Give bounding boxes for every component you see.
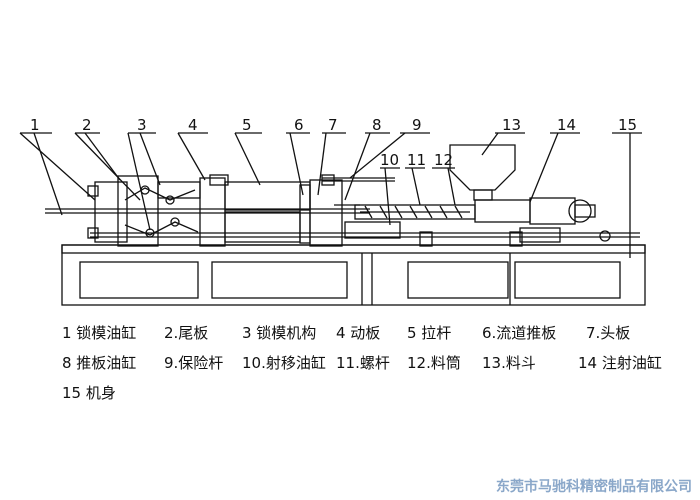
legend-item: 6.流道推板 — [482, 324, 557, 342]
legend-item: 14 注射油缸 — [578, 354, 662, 372]
callout-8: 8 — [372, 116, 382, 134]
legend-item: 3 锁模机构 — [242, 324, 317, 342]
legend-item: 5 拉杆 — [407, 324, 452, 342]
callout-5: 5 — [242, 116, 252, 134]
legend-item: 2.尾板 — [164, 324, 209, 342]
legend-row-1: 1 锁模油缸 2.尾板 3 锁模机构 4 动板 5 拉杆 6.流道推板 7.头板 — [62, 322, 692, 352]
bed-panel-2 — [211, 261, 348, 299]
moving-plate — [199, 177, 226, 247]
legend-row-2: 8 推板油缸 9.保险杆 10.射移油缸 11.螺杆 12.料筒 13.料斗 1… — [62, 352, 692, 382]
runner-push-plate — [299, 184, 311, 244]
callout-13: 13 — [502, 116, 521, 134]
shift-cylinder — [344, 221, 401, 239]
bed-panel-4 — [514, 261, 621, 299]
company-watermark: 东莞市马驰科精密制品有限公司 — [496, 479, 692, 495]
callout-12: 12 — [434, 151, 453, 169]
rear-plate — [117, 175, 159, 247]
parts-legend: 1 锁模油缸 2.尾板 3 锁模机构 4 动板 5 拉杆 6.流道推板 7.头板… — [62, 322, 692, 412]
legend-item: 4 动板 — [336, 324, 381, 342]
legend-item: 15 机身 — [62, 384, 116, 402]
legend-row-3: 15 机身 — [62, 382, 692, 412]
callout-1: 1 — [30, 116, 40, 134]
legend-item: 8 推板油缸 — [62, 354, 137, 372]
callout-10: 10 — [380, 151, 399, 169]
legend-item: 1 锁模油缸 — [62, 324, 137, 342]
legend-item: 12.料筒 — [407, 354, 461, 372]
legend-item: 11.螺杆 — [336, 354, 390, 372]
callout-14: 14 — [557, 116, 576, 134]
legend-item: 10.射移油缸 — [242, 354, 326, 372]
legend-item: 13.料斗 — [482, 354, 536, 372]
callout-7: 7 — [328, 116, 338, 134]
callout-4: 4 — [188, 116, 198, 134]
legend-item: 7.头板 — [586, 324, 631, 342]
machine-bed — [61, 244, 646, 306]
callout-3: 3 — [137, 116, 147, 134]
bed-panel-1 — [79, 261, 199, 299]
head-plate — [309, 179, 343, 247]
bed-top-rail — [61, 244, 646, 254]
tie-rod-housing — [224, 181, 311, 211]
injection-cylinder — [529, 197, 576, 225]
callout-6: 6 — [294, 116, 304, 134]
callout-11: 11 — [407, 151, 426, 169]
clamp-cylinder — [94, 181, 128, 243]
bed-panel-3 — [407, 261, 509, 299]
callout-9: 9 — [412, 116, 422, 134]
legend-item: 9.保险杆 — [164, 354, 224, 372]
hopper — [449, 144, 516, 191]
callout-2: 2 — [82, 116, 92, 134]
callout-15: 15 — [618, 116, 637, 134]
